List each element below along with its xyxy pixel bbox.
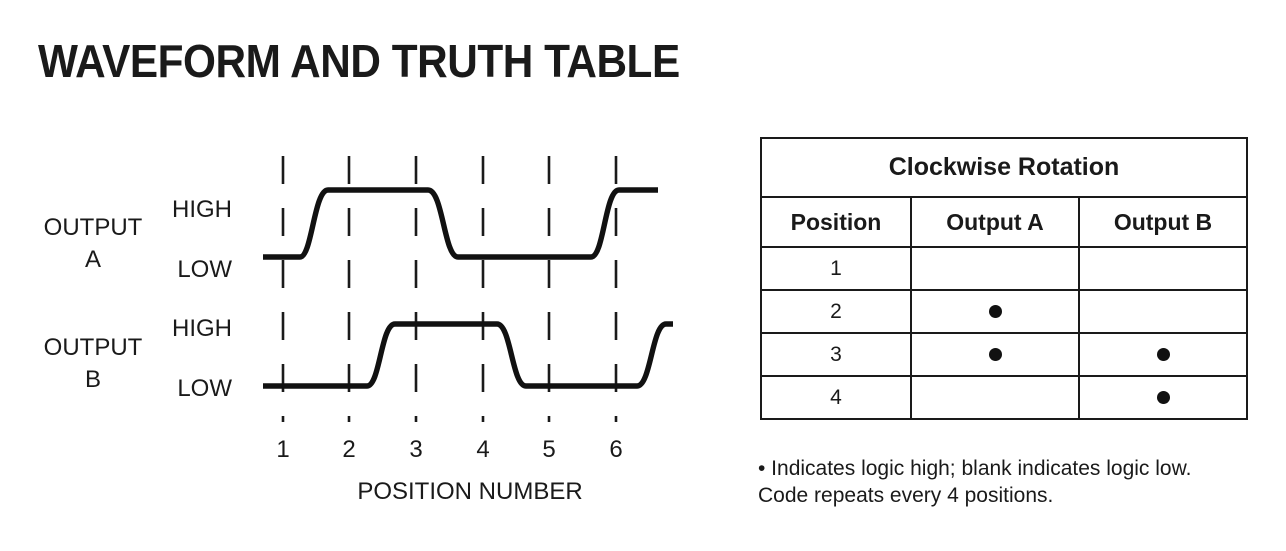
table-row: 4 [760,375,1248,420]
logic-high-dot [1156,391,1170,405]
output-a-name-line1: OUTPUT [44,214,143,241]
waveform-trace-output-a [263,187,658,260]
cell-output-b [1078,375,1248,420]
cell-output-b [1078,332,1248,377]
truth-table: Clockwise Rotation Position Output A Out… [760,137,1248,420]
cell-position: 3 [760,332,912,377]
position-tick-2: 2 [342,436,355,463]
logic-high-dot [988,305,1002,319]
position-tick-3: 3 [409,436,422,463]
waveform-diagram: OUTPUT A HIGH LOW OUTPUT B HIGH LOW 1 2 … [0,110,720,530]
output-a-high-label: HIGH [172,196,232,223]
page-title: WAVEFORM AND TRUTH TABLE [38,35,680,87]
cell-output-a [910,332,1080,377]
table-row: 2 [760,289,1248,334]
cell-output-a [910,375,1080,420]
cell-position: 2 [760,289,912,334]
output-a-low-label: LOW [177,256,232,283]
truth-table-footnote: • Indicates logic high; blank indicates … [758,457,1192,508]
table-row: 1 [760,246,1248,291]
column-header-output-b: Output B [1078,196,1248,248]
logic-high-dot [988,348,1002,362]
truth-table-body: 1 2 3 [760,246,1248,420]
cell-output-b [1078,289,1248,334]
channel-b-labels: OUTPUT B HIGH LOW [44,315,233,402]
position-tick-6: 6 [609,436,622,463]
table-row: 3 [760,332,1248,377]
column-header-position: Position [760,196,912,248]
cell-output-a [910,246,1080,291]
truth-table-header-row: Position Output A Output B [760,196,1248,248]
gridlines [281,150,618,422]
truth-table-title: Clockwise Rotation [760,137,1248,198]
cell-position: 1 [760,246,912,291]
position-tick-5: 5 [542,436,555,463]
output-b-name-line2: B [85,366,101,393]
column-header-output-a: Output A [910,196,1080,248]
waveform-trace-output-b [263,321,673,389]
position-tick-4: 4 [476,436,489,463]
cell-position: 4 [760,375,912,420]
position-tick-1: 1 [276,436,289,463]
output-a-name-line2: A [85,246,101,273]
waveform-svg: OUTPUT A HIGH LOW OUTPUT B HIGH LOW 1 2 … [44,150,673,463]
channel-a-labels: OUTPUT A HIGH LOW [44,196,233,283]
truth-table-title-row: Clockwise Rotation [760,137,1248,198]
axis-caption: POSITION NUMBER [357,478,583,505]
output-b-low-label: LOW [177,375,232,402]
logic-high-dot [1156,348,1170,362]
output-b-name-line1: OUTPUT [44,334,143,361]
position-tick-labels: 1 2 3 4 5 6 [276,436,622,463]
truth-table-container: Clockwise Rotation Position Output A Out… [760,137,1248,420]
cell-output-b [1078,246,1248,291]
output-b-high-label: HIGH [172,315,232,342]
cell-output-a [910,289,1080,334]
